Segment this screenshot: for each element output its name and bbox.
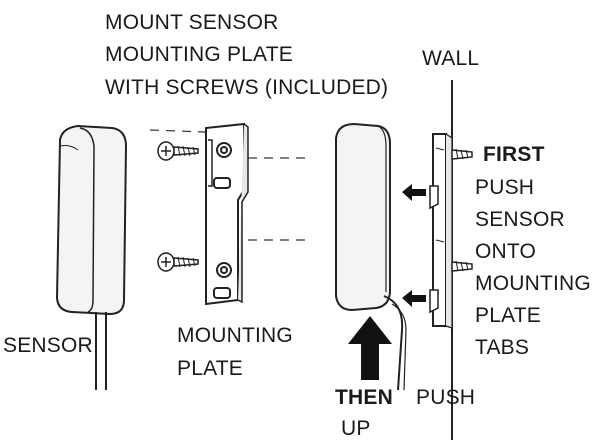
mounting-plate (205, 122, 249, 306)
wall-label: WALL (422, 47, 480, 70)
mount-instruction-line3: WITH SCREWS (INCLUDED) (105, 76, 389, 99)
first-step-line: SENSOR (475, 208, 565, 231)
mounting-plate-label-line2: PLATE (177, 357, 243, 380)
first-step-line: PUSH (475, 176, 535, 199)
first-step-line: PLATE (475, 304, 541, 327)
mount-instruction-line2: MOUNTING PLATE (105, 43, 293, 66)
arrow-up-icon (348, 316, 392, 380)
first-step-heading: FIRST (483, 143, 545, 166)
arrow-left-icon (402, 290, 426, 307)
mount-instruction-line1: MOUNT SENSOR (105, 11, 279, 34)
mounting-plate-label-line1: MOUNTING (177, 324, 293, 347)
then-step-heading: THEN (335, 386, 393, 409)
first-step-line: ONTO (475, 240, 537, 263)
sensor-label: SENSOR (3, 334, 93, 357)
arrow-left-icon (402, 184, 426, 201)
then-step-push: PUSH (416, 386, 476, 409)
sensor-device (335, 122, 407, 391)
first-step-line: TABS (475, 336, 530, 359)
then-step-up: UP (341, 417, 371, 440)
first-step-line: MOUNTING (475, 272, 591, 295)
screw-icon (157, 141, 199, 161)
screw-icon (157, 252, 199, 272)
sensor-device (55, 124, 128, 390)
wall-line (429, 80, 473, 440)
guide-lines (149, 129, 310, 241)
